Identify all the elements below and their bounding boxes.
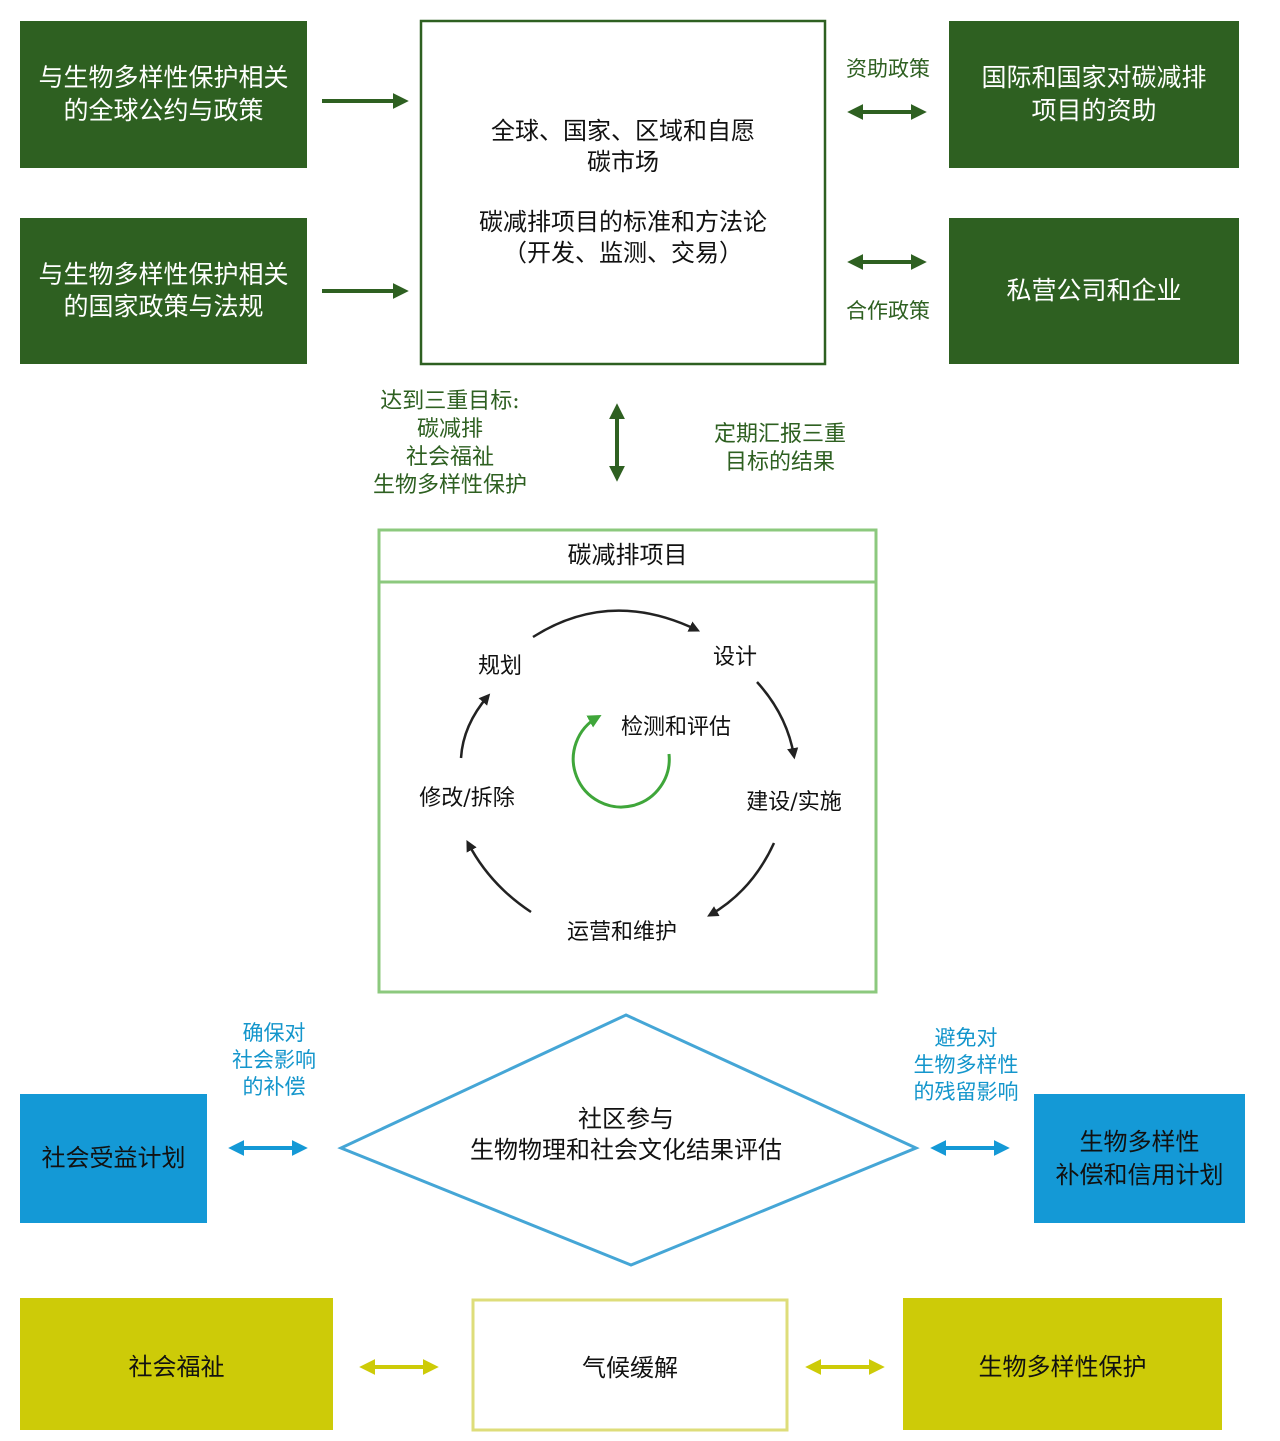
social-wellbeing-label: 社会福祉 [128, 1352, 225, 1381]
cycle-monitor: 检测和评估 [620, 715, 731, 740]
cycle-build: 建设/实施 [746, 790, 842, 815]
climate-mitigation-box: 气候缓解 [476, 1303, 784, 1427]
cycle-arrow-design-build [756, 681, 799, 760]
biodiversity-impact-line-1: 避免对 [934, 1026, 998, 1050]
biodiversity-impact-note: 避免对 生物多样性 的残留影响 [898, 1025, 1034, 1106]
triple-goals-line-4: 生物多样性保护 [372, 473, 527, 499]
global-conventions-box: 与生物多样性保护相关 的全球公约与政策 [20, 21, 307, 168]
carbon-market-line-1: 全球、国家、区域和自愿 [491, 117, 755, 146]
private-companies-box: 私营公司和企业 [949, 218, 1239, 364]
global-conventions-line-1: 与生物多样性保护相关 [38, 63, 289, 92]
biodiversity-impact-line-2: 生物多样性 [913, 1052, 1019, 1077]
biodiversity-impact-line-3: 的残留影响 [913, 1079, 1019, 1104]
social-impact-note: 确保对 社会影响 的补偿 [214, 1020, 334, 1101]
report-results-label: 定期汇报三重 目标的结果 [690, 421, 870, 477]
cycle-design: 设计 [712, 645, 757, 670]
cycle-arrow-modify-plan [459, 693, 491, 759]
national-policies-box: 与生物多样性保护相关 的国家政策与法规 [20, 218, 307, 364]
cooperation-policy-label: 合作政策 [846, 299, 930, 323]
funding-line-2: 项目的资助 [1031, 95, 1157, 125]
biodiversity-offset-plan-box: 生物多样性 补偿和信用计划 [1034, 1094, 1245, 1223]
cycle-modify: 修改/拆除 [419, 786, 515, 811]
social-benefit-plan-label: 社会受益计划 [41, 1144, 186, 1173]
social-impact-line-3: 的补偿 [242, 1074, 306, 1099]
social-impact-line-2: 社会影响 [232, 1047, 316, 1072]
project-title: 碳减排项目 [567, 541, 688, 569]
funding-policy-label: 资助政策 [846, 57, 930, 81]
diamond-line-1: 社区参与 [578, 1105, 674, 1133]
biodiversity-protection-box: 生物多样性保护 [903, 1298, 1222, 1430]
standards-line-1: 碳减排项目的标准和方法论 [479, 207, 767, 236]
social-wellbeing-box: 社会福祉 [20, 1298, 333, 1430]
global-conventions-line-2: 的全球公约与政策 [63, 95, 264, 125]
national-policies-line-1: 与生物多样性保护相关 [38, 259, 289, 289]
diamond-text: 社区参与 生物物理和社会文化结果评估 [431, 1104, 821, 1166]
national-policies-line-2: 的国家政策与法规 [63, 292, 264, 321]
private-companies-label: 私营公司和企业 [1006, 275, 1182, 305]
biodiversity-offset-line-2: 补偿和信用计划 [1055, 1160, 1224, 1189]
biodiversity-protection-label: 生物多样性保护 [978, 1352, 1147, 1381]
monitor-loop-arrow [571, 715, 671, 809]
carbon-market-frame [419, 19, 827, 366]
funding-line-1: 国际和国家对碳减排 [981, 63, 1207, 92]
cycle-plan: 规划 [477, 654, 522, 679]
funding-box: 国际和国家对碳减排 项目的资助 [949, 21, 1239, 168]
cycle-arrow-plan-design [532, 609, 701, 639]
carbon-market-line-2: 碳市场 [587, 148, 659, 177]
triple-goals-line-2: 碳减排 [416, 417, 483, 443]
climate-mitigation-label: 气候缓解 [582, 1353, 678, 1382]
report-results-line-2: 目标的结果 [724, 450, 835, 476]
triple-goals-line-3: 社会福祉 [405, 445, 494, 471]
triple-goals-line-1: 达到三重目标: [380, 389, 520, 414]
social-benefit-plan-box: 社会受益计划 [20, 1094, 207, 1223]
project-frame [377, 528, 878, 994]
cycle-arrow-operate-modify [466, 840, 532, 914]
report-results-line-1: 定期汇报三重 [713, 422, 846, 447]
carbon-market-box: 全球、国家、区域和自愿 碳市场 碳减排项目的标准和方法论 （开发、监测、交易） [424, 24, 822, 361]
climate-frame [471, 1298, 789, 1432]
diamond-line-2: 生物物理和社会文化结果评估 [470, 1136, 782, 1165]
biodiversity-offset-line-1: 生物多样性 [1079, 1128, 1200, 1157]
triple-goals-label: 达到三重目标: 碳减排 社会福祉 生物多样性保护 [345, 388, 555, 501]
cycle-operate: 运营和维护 [566, 920, 677, 945]
cycle-arrow-build-operate [707, 842, 776, 917]
standards-line-2: （开发、监测、交易） [503, 238, 743, 267]
community-diamond [337, 1013, 920, 1267]
social-impact-line-1: 确保对 [242, 1021, 306, 1045]
